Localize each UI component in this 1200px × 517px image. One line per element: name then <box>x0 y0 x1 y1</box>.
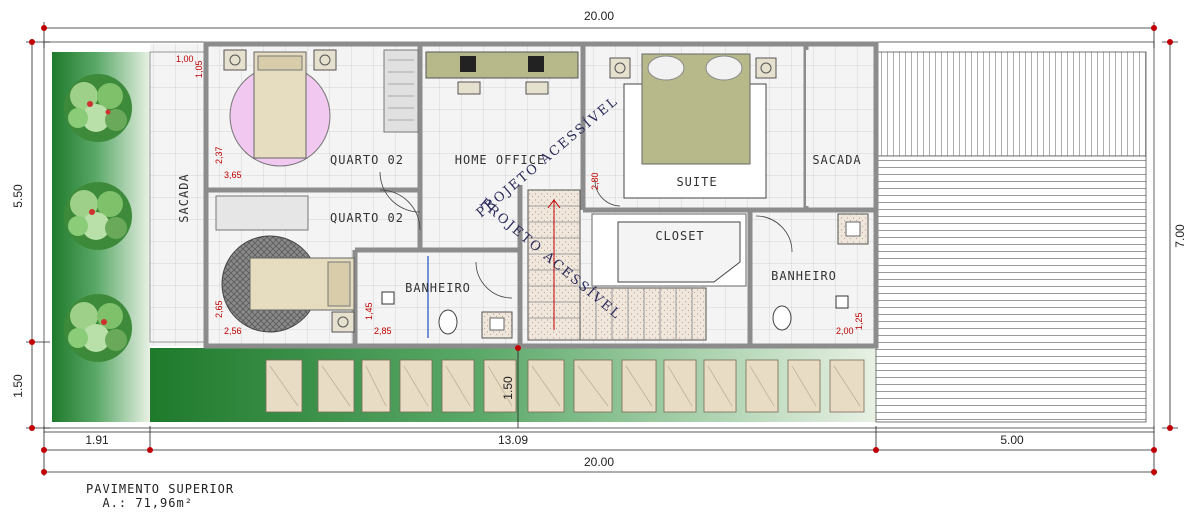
deck-upper <box>875 51 1147 157</box>
red-dim: 2,85 <box>374 326 392 336</box>
dim-bottom-total: 20.00 <box>584 455 614 469</box>
plan-caption: PAVIMENTO SUPERIOR A.: 71,96m² <box>86 482 234 510</box>
deck-lower <box>875 155 1147 423</box>
caption-title: PAVIMENTO SUPERIOR <box>86 482 235 496</box>
room-label-closet: CLOSET <box>655 229 704 243</box>
red-dim: 1,05 <box>194 60 204 78</box>
room-label-quarto-b: QUARTO 02 <box>330 211 404 225</box>
red-dim: 2,00 <box>836 326 854 336</box>
room-label-banheiro-a: BANHEIRO <box>405 281 471 295</box>
red-dim: 2,65 <box>214 300 224 318</box>
dimension-dots <box>29 25 1173 475</box>
red-dim: 2,37 <box>214 146 224 164</box>
dim-left-lower: 1.50 <box>11 374 25 398</box>
room-label-suite: SUITE <box>676 175 717 189</box>
red-dim: 2,56 <box>224 326 242 336</box>
tree-middle <box>64 182 132 250</box>
red-dim: 1,45 <box>364 302 374 320</box>
dim-bottom-left: 1.91 <box>85 433 109 447</box>
room-label-sacada-right: SACADA <box>812 153 861 167</box>
dim-right-total: 7.00 <box>1173 224 1187 248</box>
nightstand <box>755 57 777 79</box>
room-label-home-office: HOME OFFICE <box>455 153 545 167</box>
red-dim: 1,25 <box>854 312 864 330</box>
room-label-banheiro-b: BANHEIRO <box>771 269 837 283</box>
wardrobe-b <box>215 195 309 231</box>
tree-bottom <box>64 294 132 362</box>
doors <box>379 171 793 299</box>
office-desk <box>425 51 579 79</box>
dim-front-depth: 1.50 <box>501 376 515 400</box>
toilet-b <box>772 305 792 331</box>
red-dim: 1,00 <box>176 54 194 64</box>
room-label-sacada-left: SACADA <box>177 173 191 222</box>
room-label-quarto-a: QUARTO 02 <box>330 153 404 167</box>
dim-top-total: 20.00 <box>584 9 614 23</box>
red-dim: 3,65 <box>224 170 242 180</box>
dim-left-upper: 5.50 <box>11 184 25 208</box>
nightstand <box>609 57 631 79</box>
caption-area: A.: 71,96m² <box>86 496 193 510</box>
wardrobe <box>383 49 419 133</box>
dim-bottom-mid: 13.09 <box>498 433 528 447</box>
red-dim: 2,80 <box>590 172 600 190</box>
walls <box>203 41 879 349</box>
toilet-a <box>438 309 458 335</box>
dim-bottom-right: 5.00 <box>1000 433 1024 447</box>
sacada-left <box>149 51 207 343</box>
tree-top <box>64 74 132 142</box>
